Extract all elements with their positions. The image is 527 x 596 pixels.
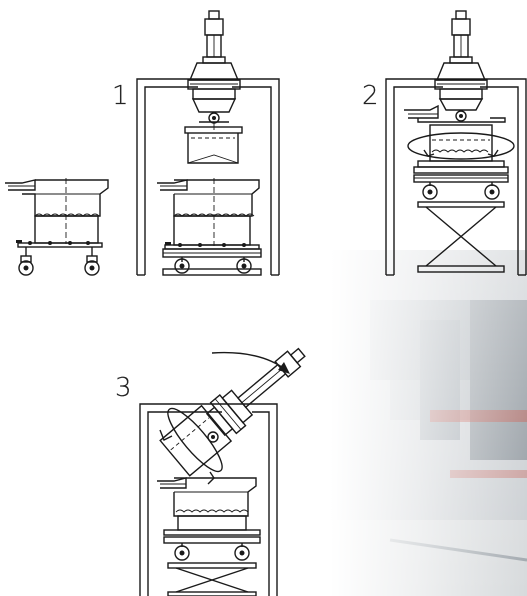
mobile-cart-standalone — [5, 178, 109, 276]
step-number-3: 3 — [115, 373, 132, 403]
step-number-1: 1 — [112, 81, 129, 111]
step-3-diagram — [139, 347, 306, 596]
factory-background-photo — [330, 0, 527, 596]
step-2-diagram — [385, 10, 527, 276]
step-number-2: 2 — [362, 81, 379, 111]
step-1-diagram — [136, 10, 280, 276]
